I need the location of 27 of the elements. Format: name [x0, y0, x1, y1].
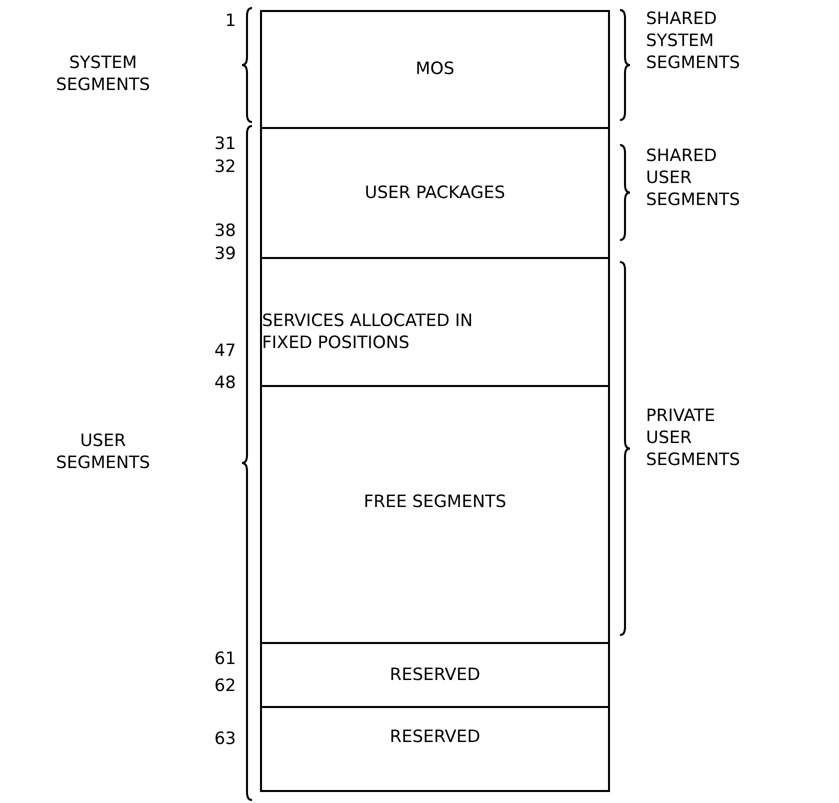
brace-label: SYSTEM SEGMENTS [56, 52, 150, 96]
segment-number: 62 [213, 675, 236, 698]
memory-segment-box [260, 127, 610, 257]
segment-number: 38 [213, 220, 236, 242]
memory-segment-box [260, 257, 610, 385]
segment-label: RESERVED [390, 664, 480, 686]
brace-label: USER SEGMENTS [56, 430, 150, 474]
memory-segment-box [260, 706, 610, 792]
segment-number: 47 [213, 340, 236, 362]
segment-label: RESERVED [390, 726, 480, 748]
segment-label: SERVICES ALLOCATED IN FIXED POSITIONS [262, 310, 474, 354]
brace-label: SHARED USER SEGMENTS [646, 145, 740, 212]
segment-label: FREE SEGMENTS [364, 491, 506, 514]
segment-number: 61 [213, 648, 236, 670]
segment-number: 1 [224, 10, 236, 32]
segment-number: 48 [213, 372, 236, 394]
segment-label: MOS [416, 58, 454, 81]
brace-label: SHARED SYSTEM SEGMENTS [646, 8, 740, 74]
segment-label: USER PACKAGES [364, 182, 506, 204]
segment-number: 39 [213, 243, 236, 266]
segment-number: 32 [213, 156, 236, 178]
memory-segment-box [260, 385, 610, 642]
segment-number: 31 [213, 133, 236, 156]
memory-segment-box [260, 10, 610, 127]
brace-label: PRIVATE USER SEGMENTS [646, 405, 740, 472]
segment-number: 63 [213, 728, 236, 750]
memory-segment-box [260, 642, 610, 706]
